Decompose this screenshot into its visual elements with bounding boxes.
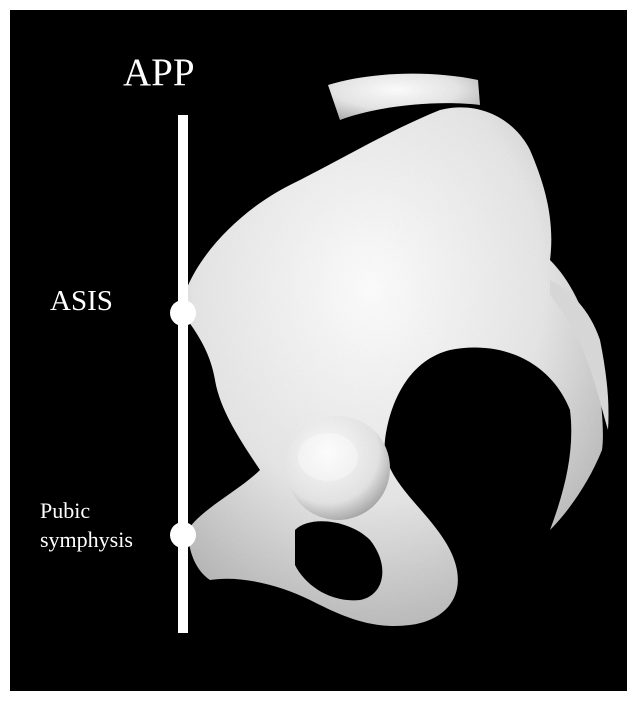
femoral-head-highlight xyxy=(298,433,358,481)
pubic-symphysis-marker xyxy=(170,522,196,548)
pubic-symphysis-label: Pubic symphysis xyxy=(40,497,133,554)
sciatic-notch xyxy=(430,356,564,480)
asis-marker xyxy=(170,300,196,326)
app-label: APP xyxy=(123,52,195,95)
asis-label: ASIS xyxy=(50,286,113,318)
ilium-shape xyxy=(180,107,603,626)
figure-panel: APP ASIS Pubic symphysis xyxy=(10,10,627,691)
pubic-symphysis-label-line2: symphysis xyxy=(40,526,133,555)
pubic-symphysis-label-line1: Pubic xyxy=(40,497,133,526)
pelvis-illustration xyxy=(10,10,627,691)
app-plane-line xyxy=(178,115,188,633)
